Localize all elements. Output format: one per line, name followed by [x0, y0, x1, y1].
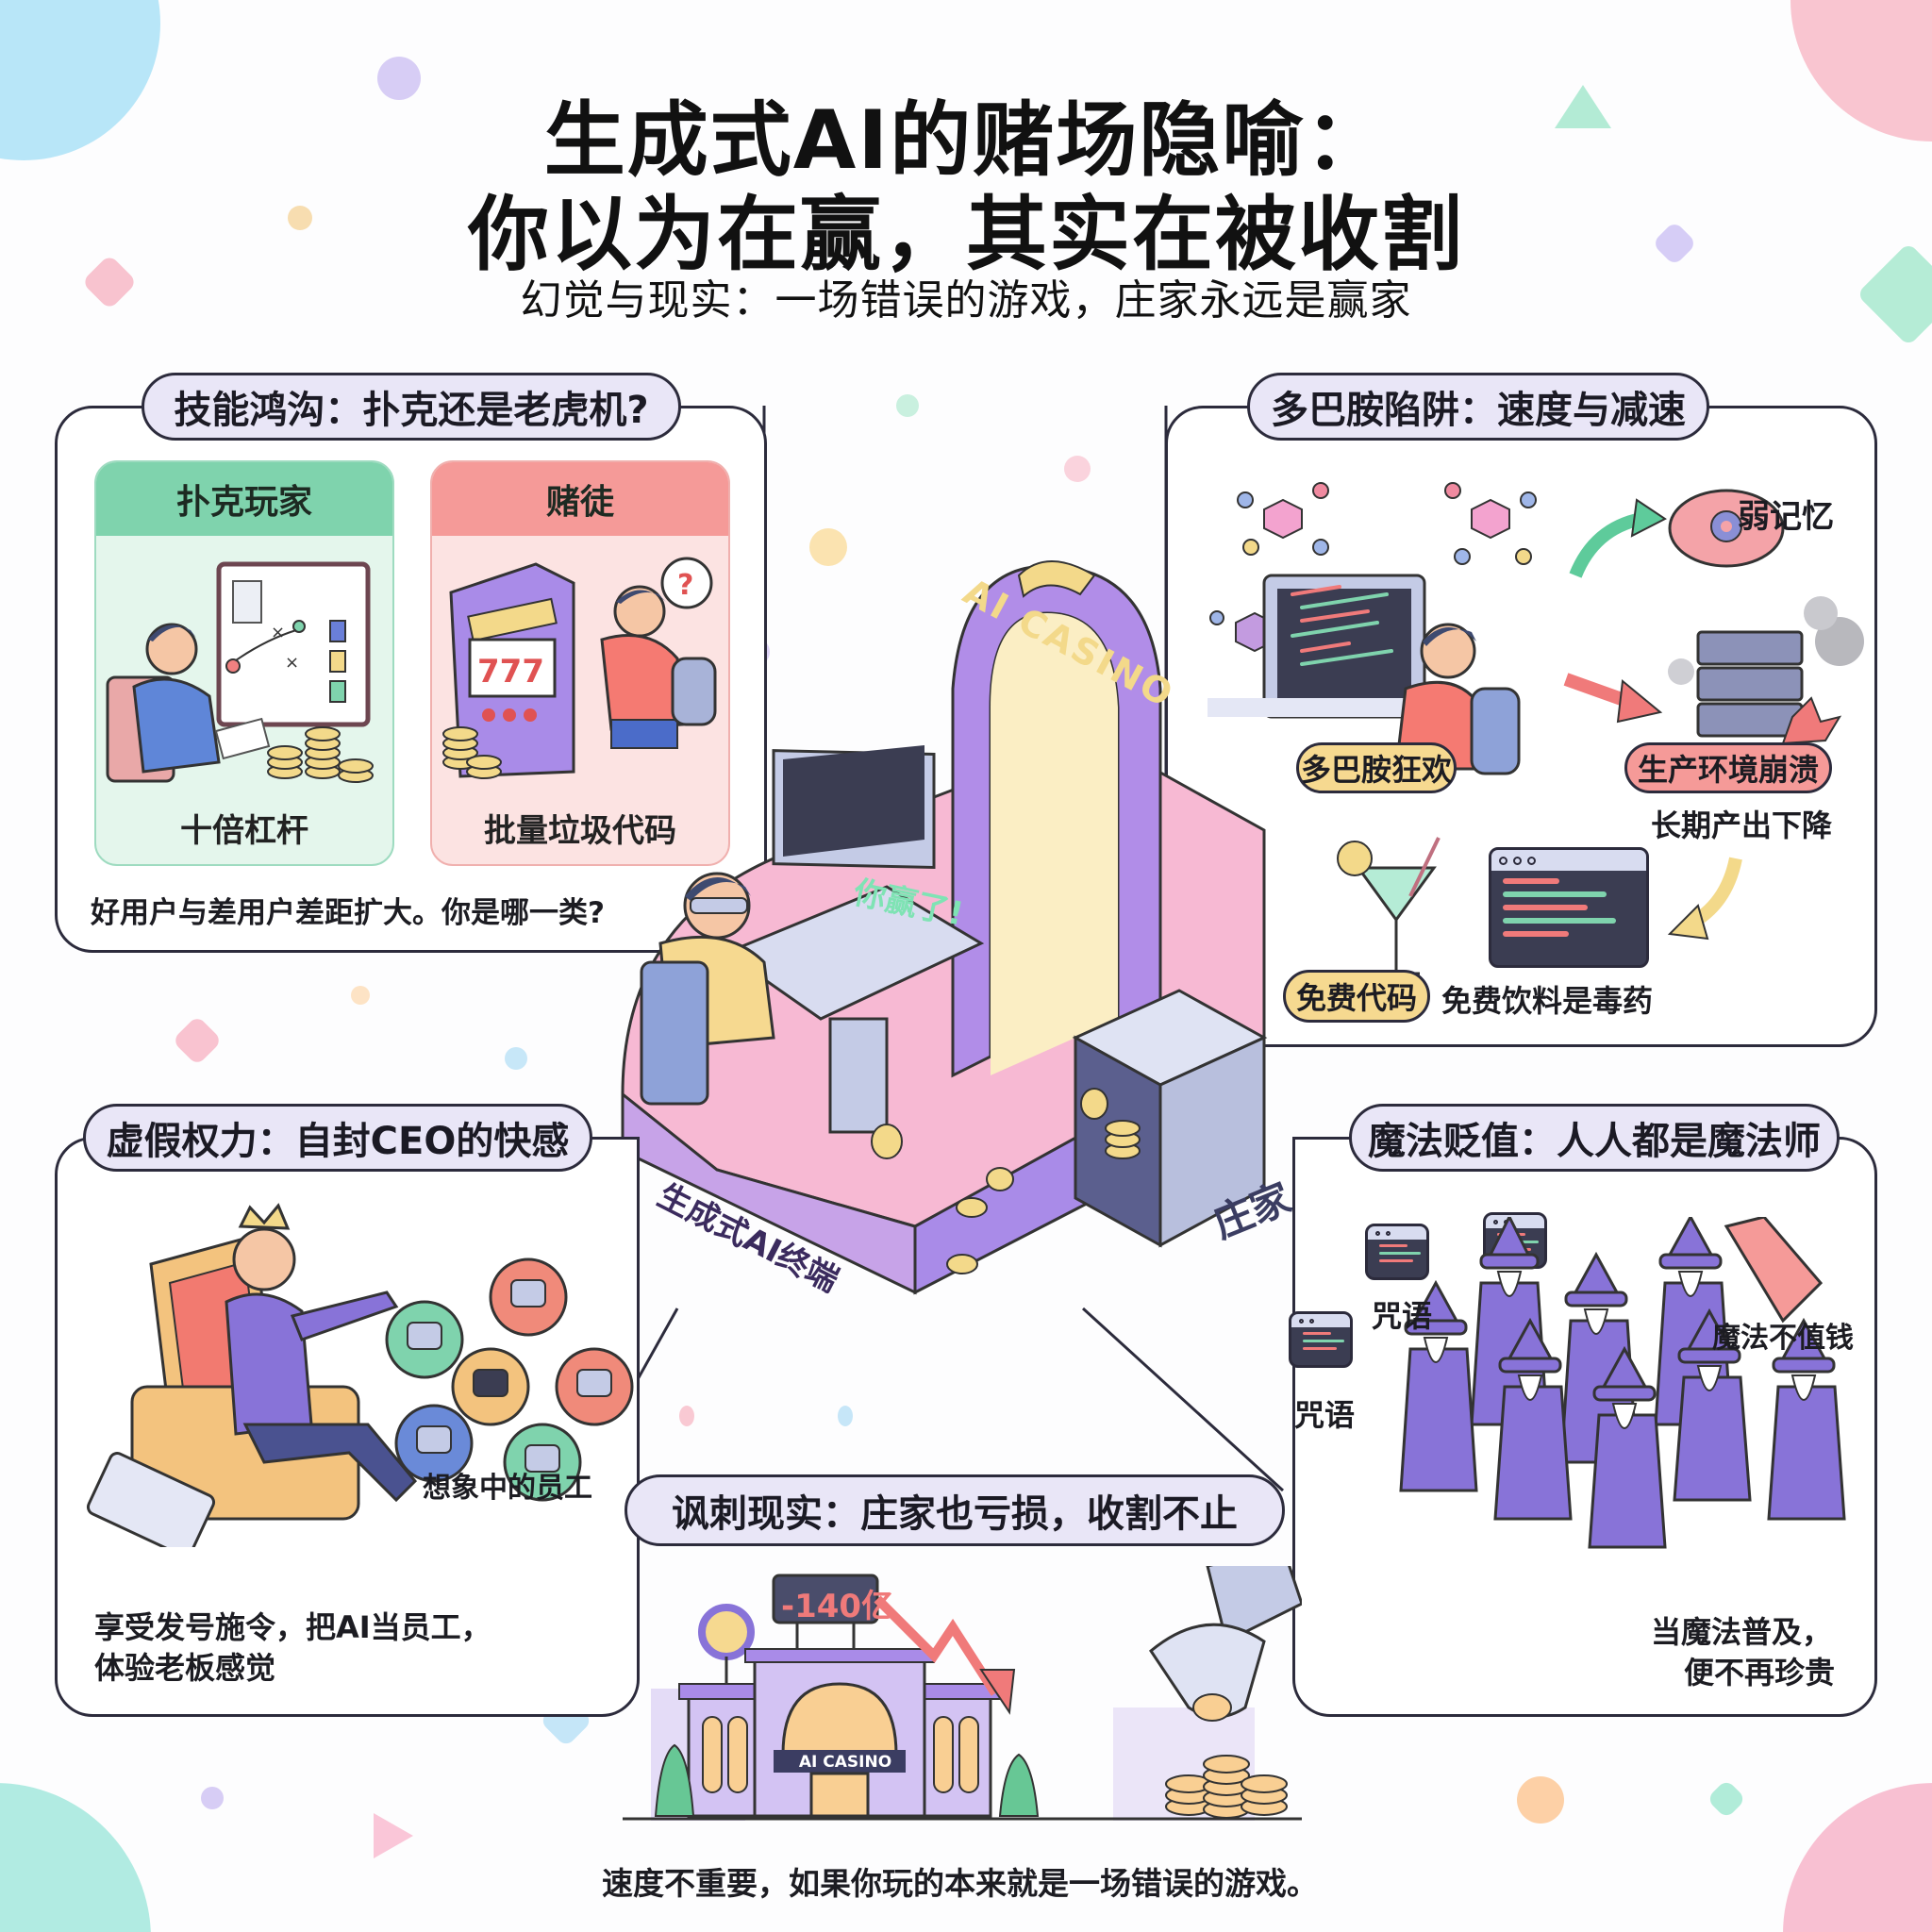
decor-mint-triangle	[1555, 85, 1611, 128]
page-subtitle: 幻觉与现实：一场错误的游戏，庄家永远是赢家	[520, 276, 1412, 325]
section-title-fake-power: 虚假权力：自封CEO的快感	[83, 1104, 592, 1172]
decor-mint-dot	[896, 394, 919, 417]
loss-amount-sign: -140亿	[781, 1588, 894, 1625]
spell-code-window-1	[1365, 1224, 1429, 1280]
casino-building-illustration	[623, 1566, 1302, 1821]
fake-power-caption-2: 体验老板感觉	[94, 1650, 276, 1686]
wizards-illustration	[1399, 1217, 1846, 1549]
dopamine-party-tag: 多巴胺狂欢	[1296, 742, 1457, 793]
card-gambler-footer: 批量垃圾代码	[484, 812, 676, 850]
svg-text:777: 777	[477, 653, 544, 691]
section-title-dopamine: 多巴胺陷阱：速度与减速	[1247, 373, 1709, 441]
page-title-line-1: 生成式AI的赌场隐喻：	[543, 93, 1389, 188]
card-gambler: 赌徒 777 ? 批量垃圾代码	[430, 460, 730, 866]
spell-label-1: 咒语	[1372, 1298, 1433, 1334]
decor-pink-dot-2	[1064, 456, 1091, 482]
fake-power-caption-1: 享受发号施令，把AI当员工，	[94, 1609, 491, 1645]
decor-peach-dot-3	[351, 986, 370, 1005]
decor-blue-dot-2	[505, 1047, 527, 1070]
dopamine-illustration	[1208, 482, 1864, 975]
prod-crash-tag: 生产环境崩溃	[1624, 742, 1832, 793]
card-poker-header: 扑克玩家	[96, 462, 392, 536]
skill-gap-caption: 好用户与差用户差距扩大。你是哪一类?	[91, 896, 605, 930]
decor-peach-dot-2	[809, 528, 847, 566]
spell-code-window-3	[1289, 1311, 1353, 1368]
page-title-line-2: 你以为在赢，其实在被收割	[468, 188, 1464, 282]
long-term-decline-label: 长期产出下降	[1651, 808, 1833, 843]
building-casino-sign: AI CASINO	[798, 1753, 892, 1772]
decor-peach-dot	[288, 206, 312, 230]
slot-machine-illustration: 777 ?	[442, 557, 717, 779]
card-poker-footer: 十倍杠杆	[180, 812, 308, 850]
decor-purple-dot	[201, 1787, 224, 1809]
magic-worthless-label: 魔法不值钱	[1712, 1322, 1854, 1355]
magic-caption-2: 便不再珍贵	[1684, 1655, 1836, 1690]
svg-text:×: ×	[285, 653, 299, 673]
weak-memory-label: 弱记忆	[1738, 498, 1834, 536]
section-title-irony: 讽刺现实：庄家也亏损，收割不止	[625, 1474, 1285, 1546]
decor-blue-dot-3	[838, 1406, 853, 1426]
decor-peach-dot-br	[1517, 1776, 1564, 1824]
section-title-skill-gap: 技能鸿沟：扑克还是老虎机?	[142, 373, 681, 441]
casino-platform-illustration	[621, 560, 1268, 1295]
imagined-employees-label: 想象中的员工	[423, 1472, 592, 1505]
footer-conclusion: 速度不重要，如果你玩的本来就是一场错误的游戏。	[602, 1865, 1318, 1902]
section-title-magic: 魔法贬值：人人都是魔法师	[1349, 1104, 1840, 1172]
decor-pink-dot-3	[679, 1406, 694, 1426]
decor-pink-triangle	[374, 1813, 413, 1858]
ceo-throne-illustration	[86, 1203, 634, 1547]
decor-lilac-dot	[377, 57, 421, 100]
spell-label-2: 咒语	[1294, 1397, 1356, 1433]
free-code-tag: 免费代码	[1283, 970, 1430, 1023]
svg-text:?: ?	[677, 569, 693, 602]
card-gambler-header: 赌徒	[432, 462, 728, 536]
poker-player-illustration: × ×	[106, 561, 374, 783]
magic-caption-1: 当魔法普及，	[1651, 1614, 1833, 1650]
card-poker-player: 扑克玩家 × × 十倍杠杆	[94, 460, 394, 866]
free-drink-poison-label: 免费饮料是毒药	[1441, 983, 1654, 1019]
free-code-window	[1489, 847, 1649, 968]
